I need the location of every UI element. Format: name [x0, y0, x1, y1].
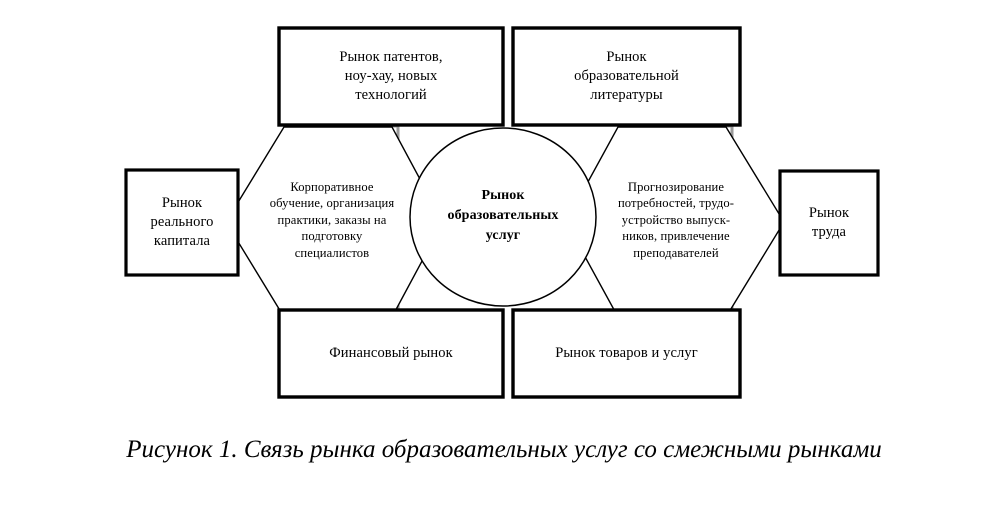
hexagon-right-label: Прогнозирование потребностей, трудо- уст… — [617, 180, 735, 260]
core-ellipse-label: Рынок образовательных услуг — [447, 187, 559, 244]
hexagon-left-label: Корпоративное обучение, организация прак… — [269, 180, 395, 260]
box-top-left-shape — [277, 26, 505, 127]
figure-caption: Рисунок 1. Связь рынка образовательных у… — [126, 436, 882, 463]
diagram-shapes — [124, 26, 880, 399]
box-left-label: Рынок реального капитала — [150, 194, 214, 250]
box-bottom-right-label: Рынок товаров и услуг — [555, 344, 698, 361]
box-top-left-label: Рынок патентов, ноу-хау, новых технологи… — [339, 48, 443, 104]
box-top-right-label: Рынок образовательной литературы — [574, 48, 679, 104]
box-left-shape — [124, 168, 240, 277]
box-bottom-left-label: Финансовый рынок — [329, 344, 453, 361]
box-bottom-right-shape — [511, 308, 742, 399]
box-right-label: Рынок труда — [808, 204, 850, 240]
core-ellipse-shape — [409, 127, 597, 307]
box-bottom-left-shape — [277, 308, 505, 399]
box-top-right-shape — [511, 26, 742, 127]
diagram-canvas: Рынок патентов, ноу-хау, новых технологи… — [124, 26, 880, 399]
box-right-shape — [778, 169, 880, 277]
